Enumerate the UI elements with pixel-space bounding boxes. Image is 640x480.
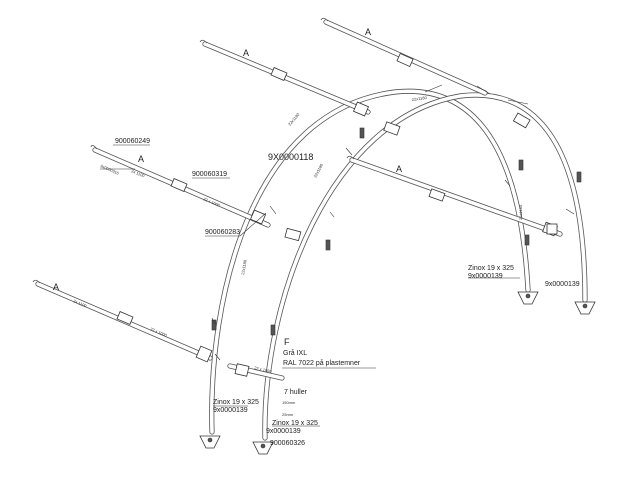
foot-plate-front-left (199, 435, 221, 449)
cross-pole-top-left (199, 39, 371, 117)
label-900060249: 900060249 (115, 138, 150, 145)
pole-mark: 22 x 1000 (203, 196, 222, 208)
leader-lines (100, 144, 520, 427)
label-a-top-left: A (243, 48, 249, 58)
arch-connectors (211, 112, 582, 336)
label-zinox-left-code: 9x0000139 (213, 407, 248, 414)
label-zinox-right-code: 9x0000139 (468, 273, 503, 280)
label-zinox-left: Zinox 19 x 325 (213, 399, 259, 406)
label-a-top-right: A (365, 27, 371, 37)
label-zinox-mid-code: 9x0000139 (266, 428, 301, 435)
label-900060326: 900060326 (270, 440, 305, 447)
pole-mark: 22 x 1000 (254, 365, 273, 374)
cross-pole-mid-right (346, 155, 563, 237)
label-900060319: 900060319 (192, 171, 227, 178)
cross-pole-top-right (320, 17, 488, 96)
label-f: F (284, 337, 290, 347)
rear-arch (262, 92, 588, 441)
label-a-mid-left: A (138, 154, 144, 164)
foot-plate-right-2 (574, 301, 596, 315)
pole-mark: 2x 1100 (73, 298, 88, 308)
label-7-huller: 7 huller (284, 389, 308, 396)
pole-mark: 22x1180 (240, 259, 248, 275)
label-ral-7022: RAL 7022 på plastemner (283, 359, 361, 367)
label-right-foot-code: 9x0000139 (545, 281, 580, 288)
label-25mm: 25mm (282, 412, 294, 417)
label-9X0000118: 9X0000118 (268, 152, 313, 162)
foot-plate-right-1 (517, 291, 539, 305)
label-zinox-right: Zinox 19 x 325 (468, 265, 514, 272)
label-9x0000316: 9x0000316 (100, 163, 121, 176)
cross-pole-bottom-left (32, 279, 213, 363)
label-gra-ixl: Grå IXL (283, 349, 307, 357)
pole-mark: 22x1180 (411, 95, 427, 102)
foot-plate-front-mid (252, 441, 274, 455)
label-zinox-mid: Zinox 19 x 325 (272, 420, 318, 427)
cross-pole-mid-left (90, 145, 271, 228)
label-a-mid-right: A (396, 164, 402, 174)
pole-mark: 22x1180 (518, 204, 523, 220)
pole-mark: 22x1180 (287, 111, 301, 126)
label-150mm: 150mm (282, 400, 296, 405)
label-a-bottom-left: A (53, 282, 59, 292)
label-900060283: 900060283 (205, 229, 240, 236)
pole-mark: 22 x 1000 (150, 326, 169, 338)
pole-mark: 22x1180 (312, 162, 324, 178)
cross-pole-bottom-center (227, 363, 285, 381)
front-arch (209, 88, 531, 435)
pins (211, 84, 575, 361)
pole-mark: 2x 1100 (131, 168, 146, 178)
